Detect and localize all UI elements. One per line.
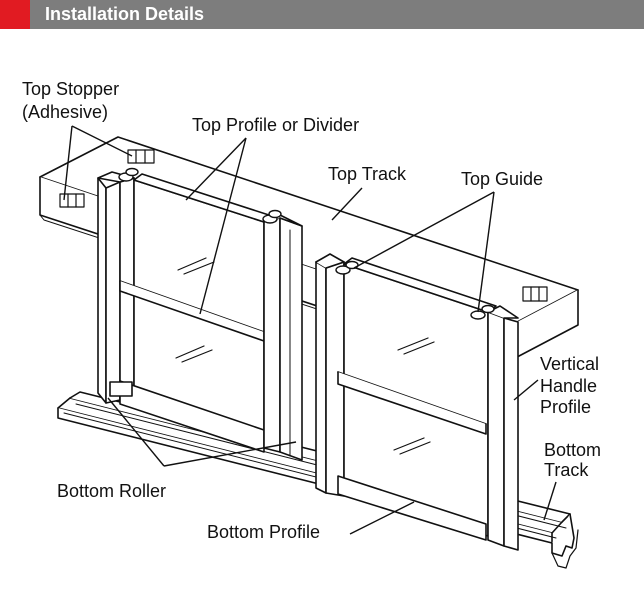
bottom-track-label: Bottom — [544, 440, 601, 460]
top-guides — [118, 167, 495, 320]
vertical-handle-profile-label-2: Handle — [540, 376, 597, 396]
section-header: Installation Details — [0, 0, 644, 29]
header-accent-block — [0, 0, 30, 29]
top-stopper-label: Top Stopper — [22, 79, 119, 99]
top-profile-label: Top Profile or Divider — [192, 115, 359, 135]
left-panel — [97, 171, 303, 461]
leader-lines — [63, 125, 557, 535]
top-track-label: Top Track — [328, 164, 407, 184]
top-guide-label: Top Guide — [461, 169, 543, 189]
vertical-handle-profile-label: Vertical — [540, 354, 599, 374]
header-title: Installation Details — [45, 4, 205, 24]
right-panel — [315, 253, 519, 551]
vertical-handle-profile-label-3: Profile — [540, 397, 591, 417]
installation-diagram: Top Stopper (Adhesive) Top Profile or Di… — [22, 79, 601, 569]
bottom-track-label-2: Track — [544, 460, 589, 480]
top-stopper-label-sub: (Adhesive) — [22, 102, 108, 122]
bottom-roller-label: Bottom Roller — [57, 481, 166, 501]
bottom-profile-label: Bottom Profile — [207, 522, 320, 542]
